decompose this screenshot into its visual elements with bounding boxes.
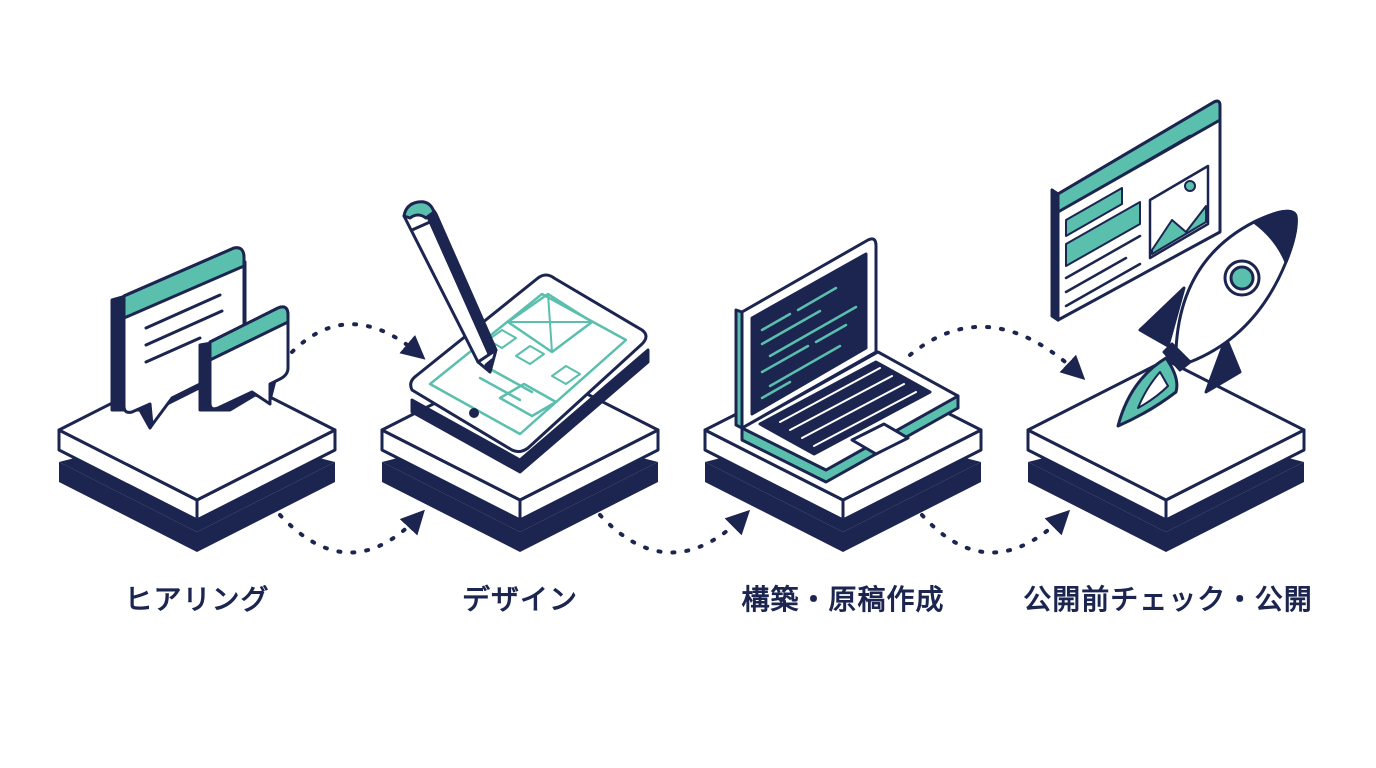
rocket-browser-icon [1050,99,1298,428]
dotted-arrow-icon [920,509,1071,555]
platform-4 [1026,358,1306,552]
step-label-hearing: ヒアリング [124,583,270,616]
dotted-arrow-icon [908,325,1086,380]
tablet-pencil-icon [402,200,650,474]
dotted-arrow-icon [290,322,426,360]
dotted-arrow-icon [598,509,751,555]
dotted-arrow-icon [278,509,425,555]
laptop-code-icon [734,237,960,484]
speech-bubbles-icon [110,246,290,430]
step-label-design: デザイン [461,583,578,616]
step-label-build-content: 構築・原稿作成 [741,583,945,616]
step-label-check-publish: 公開前チェック・公開 [1023,583,1313,616]
